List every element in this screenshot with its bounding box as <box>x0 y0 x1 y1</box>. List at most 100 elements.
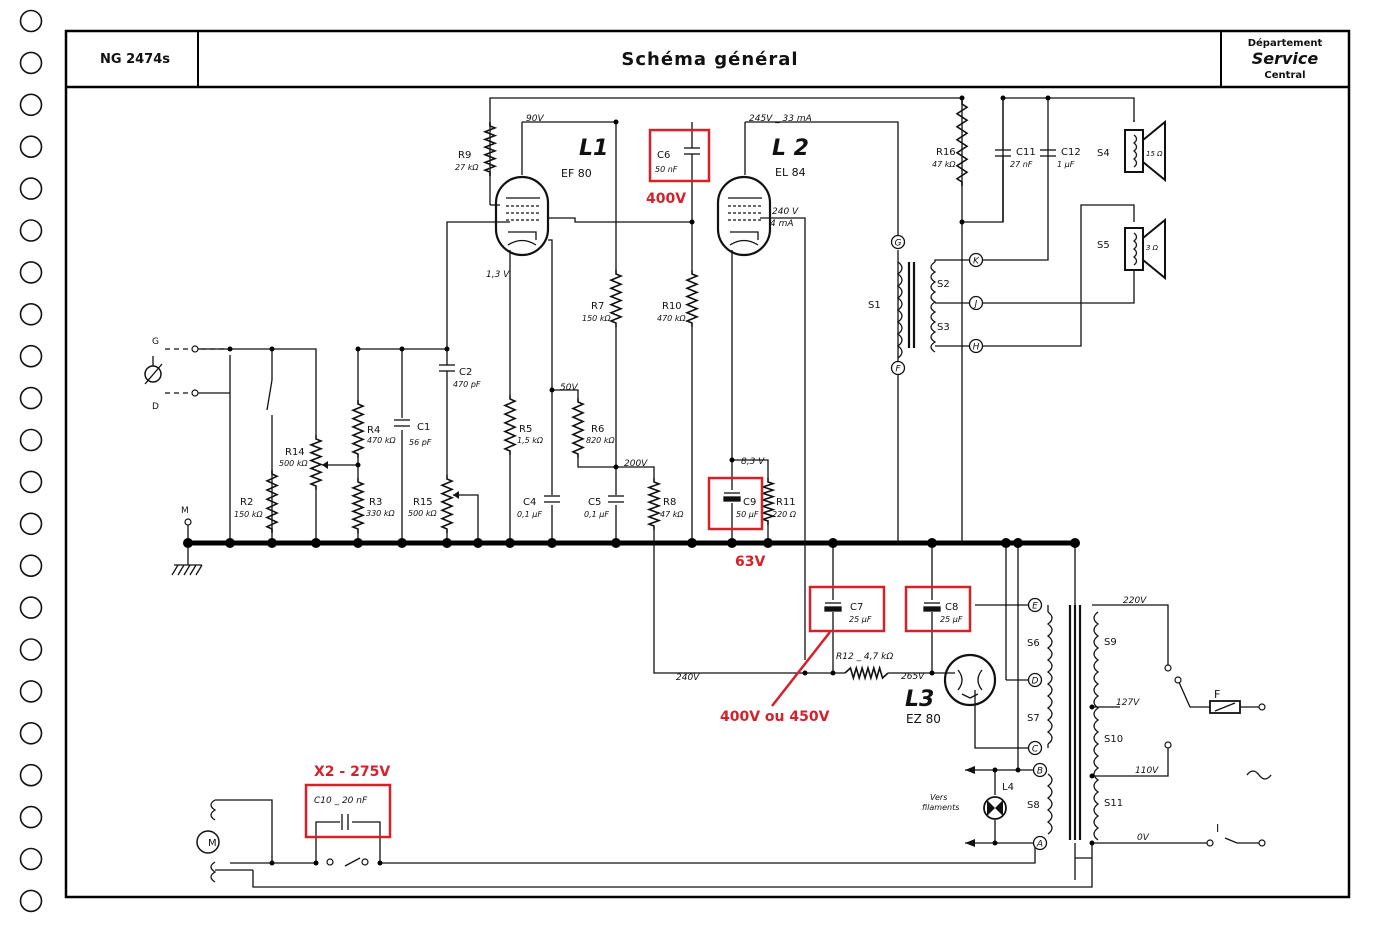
c9-rating: 63V <box>735 554 765 570</box>
c6-highlight-box <box>648 128 711 183</box>
c8-name: C8 <box>945 602 958 613</box>
c6-rating: 400V <box>646 191 686 207</box>
terminal-b-circle <box>1032 762 1048 778</box>
c7-value: 25 µF <box>849 615 872 624</box>
voltage-110v: 110V <box>1135 766 1159 776</box>
terminal-j-label: J <box>973 300 978 310</box>
input-jack-symbol <box>144 356 163 385</box>
terminal-h-circle <box>968 338 984 354</box>
tube-l1 <box>494 175 550 257</box>
r4-value: 470 kΩ <box>367 436 396 445</box>
binder-hole <box>19 135 43 158</box>
s3-label: S3 <box>937 322 950 333</box>
r6-value: 820 kΩ <box>586 436 615 445</box>
resistor-r14 <box>308 435 324 490</box>
output-transformer <box>896 259 970 359</box>
potentiometer-wiper-arrow <box>322 461 328 469</box>
tube-l1-name: L1 <box>579 136 608 161</box>
r8-value: 47 kΩ <box>660 510 684 519</box>
s6-label: S6 <box>1027 638 1040 649</box>
r2-value: 150 kΩ <box>234 510 263 519</box>
c9-name: C9 <box>743 497 756 508</box>
voltage-245v: 245V _ 33 mA <box>749 114 812 124</box>
resistor-r4 <box>350 400 366 458</box>
c9-highlight-box <box>707 476 764 531</box>
binder-hole <box>19 470 43 494</box>
s10-label: S10 <box>1104 734 1123 745</box>
fuse-element <box>1214 702 1236 712</box>
mains-transformer <box>1046 605 1100 841</box>
binder-hole <box>19 93 43 117</box>
capacitors <box>341 98 1056 830</box>
sheet-frame <box>64 29 1351 899</box>
c6-value: 50 nF <box>655 165 678 174</box>
s4-value: 15 Ω <box>1146 150 1163 158</box>
binder-hole <box>19 219 43 242</box>
s11-label: S11 <box>1104 798 1123 809</box>
tube-l3-type: EZ 80 <box>906 712 941 726</box>
binder-hole <box>19 302 43 326</box>
terminal-c-label: C <box>1032 745 1039 755</box>
resistor-r10 <box>684 270 700 327</box>
binder-hole <box>19 680 43 703</box>
c5-name: C5 <box>588 497 601 508</box>
c4-name: C4 <box>523 497 536 508</box>
c5-value: 0,1 µF <box>584 510 609 519</box>
resistor-r16 <box>955 100 969 186</box>
s9-label: S9 <box>1104 637 1117 648</box>
c9-value: 50 µF <box>736 510 759 519</box>
terminal-a-label: A <box>1036 840 1043 850</box>
r11-name: R11 <box>776 497 796 508</box>
terminal-k-label: K <box>973 257 980 267</box>
s4-name: S4 <box>1097 148 1110 159</box>
page-title: Schéma général <box>621 49 798 70</box>
pilot-lamp-l4 <box>983 796 1007 820</box>
red-annotations: 400V 63V 400V ou 450V X2 - 275V <box>304 128 972 839</box>
r6-name: R6 <box>591 424 604 435</box>
binder-hole <box>19 177 43 200</box>
r15-value: 500 kΩ <box>408 509 437 518</box>
binder-hole <box>19 805 43 829</box>
r14-name: R14 <box>285 447 305 458</box>
r15-name: R15 <box>413 497 433 508</box>
c12-value: 1 µF <box>1057 160 1075 169</box>
junction-dots <box>183 95 1095 866</box>
tube-l2 <box>716 175 772 257</box>
terminal-f-label: F <box>895 365 901 375</box>
r5-value: 1,5 kΩ <box>517 436 544 445</box>
r9-value: 27 kΩ <box>455 163 479 172</box>
voltage-240v-bottom: 240V <box>676 673 700 683</box>
tube-l3-name: L3 <box>905 687 934 712</box>
r11-value: 220 Ω <box>772 510 797 519</box>
c1-value: 56 pF <box>409 438 432 447</box>
voltage-240v-l2: 240 V <box>772 207 799 217</box>
s2-label: S2 <box>937 279 950 290</box>
r12-label: R12 _ 4,7 kΩ <box>836 652 893 662</box>
tube-l3-rectifier <box>943 653 997 707</box>
c7-rating: 400V ou 450V <box>720 709 830 725</box>
tube-l2-name: L 2 <box>772 136 809 161</box>
voltage-200v: 200V <box>624 459 648 469</box>
c10-rating: X2 - 275V <box>314 764 390 780</box>
c7-highlight-box <box>808 585 886 633</box>
terminal-g-circle <box>890 234 906 250</box>
r10-name: R10 <box>662 301 682 312</box>
binder-hole <box>19 638 43 661</box>
resistor-r5 <box>502 395 518 455</box>
l4-label: L4 <box>1002 782 1014 793</box>
binder-holes <box>19 9 43 913</box>
resistor-r6 <box>570 398 586 458</box>
binder-hole <box>19 386 43 410</box>
r7-value: 150 kΩ <box>582 314 611 323</box>
c8-highlight-box <box>904 585 972 633</box>
terminal-d-circle <box>1027 672 1043 688</box>
terminal-e-label: E <box>1032 602 1038 612</box>
dept-label-bottom: Central <box>1264 70 1305 81</box>
terminal-e-circle <box>1027 597 1043 613</box>
c11-value: 27 nF <box>1010 160 1033 169</box>
resistor-r9 <box>482 122 498 176</box>
terminal-j-circle <box>968 295 984 311</box>
